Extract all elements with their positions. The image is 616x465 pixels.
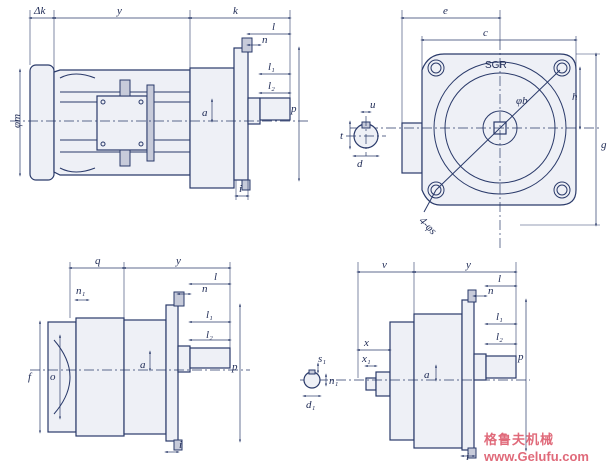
bottom-right-dimensions — [302, 262, 528, 458]
label-e: e — [443, 5, 448, 17]
label-n1: n₁ — [76, 285, 86, 297]
label-y3: y — [465, 259, 471, 271]
label-i: i — [239, 183, 242, 195]
watermark-cn: 格鲁夫机械 — [484, 432, 554, 448]
bottom-right-flange-view — [300, 289, 530, 459]
label-l2-c: l₂ — [496, 331, 503, 343]
label-p-b: p — [231, 361, 238, 373]
label-o: o — [50, 371, 56, 383]
label-g: g — [601, 139, 607, 151]
label-n: n — [262, 34, 268, 46]
label-s1: s₁ — [318, 353, 326, 365]
label-a-b: a — [140, 359, 146, 371]
label-i-b: i — [179, 439, 182, 451]
watermark: 格鲁夫机械 www.Gelufu.com — [483, 432, 589, 464]
label-l1-b: l₁ — [206, 309, 213, 321]
label-h: h — [572, 91, 578, 103]
label-phi-b: φb — [516, 95, 528, 107]
label-p-c: p — [517, 351, 524, 363]
front-view-flange — [350, 40, 600, 250]
label-a-c: a — [424, 369, 430, 381]
label-d1: d₁ — [306, 399, 316, 411]
label-a: a — [202, 107, 208, 119]
label-sgr: SGR — [485, 60, 507, 71]
label-l1: l₁ — [268, 61, 275, 73]
side-view-labels: Δk y k l n l₁ l₂ φm a p i — [11, 5, 297, 195]
label-x: x — [363, 337, 369, 349]
label-y: y — [116, 5, 122, 17]
label-d: d — [357, 158, 363, 170]
label-delta-k: Δk — [33, 5, 46, 17]
label-n-b: n — [202, 283, 208, 295]
label-u: u — [370, 99, 376, 111]
label-v: v — [382, 259, 387, 271]
label-l-b: l — [214, 271, 217, 283]
bottom-left-flange-view — [30, 291, 250, 451]
label-x1: x₁ — [361, 353, 371, 365]
label-i-c: i — [466, 451, 469, 463]
label-n1-c: n₁ — [329, 375, 339, 387]
label-l2: l₂ — [268, 80, 275, 92]
label-l-c: l — [498, 273, 501, 285]
label-phi-m: φm — [11, 114, 23, 128]
bottom-left-labels: q y l n n₁ l₁ l₂ f o a p i — [28, 255, 238, 451]
bottom-right-labels: v y l n l₁ l₂ x x₁ a p i s₁ n₁ d₁ — [306, 259, 524, 463]
label-l2-b: l₂ — [206, 329, 213, 341]
label-f: f — [28, 371, 33, 383]
label-p: p — [290, 103, 297, 115]
label-y2: y — [175, 255, 181, 267]
watermark-url: www.Gelufu.com — [483, 449, 589, 464]
shaft-section-detail — [346, 110, 386, 158]
label-t: t — [340, 130, 344, 142]
label-k: k — [233, 5, 239, 17]
label-c: c — [483, 27, 488, 39]
label-n-c: n — [488, 285, 494, 297]
label-l: l — [272, 21, 275, 33]
label-l1-c: l₁ — [496, 311, 503, 323]
label-4-phi-s: 4-φs — [417, 215, 439, 237]
label-q: q — [95, 255, 101, 267]
bottom-left-dimensions — [38, 262, 242, 454]
side-view-motor — [10, 37, 310, 191]
side-view-dimensions — [18, 10, 301, 200]
front-view-dimensions — [400, 10, 600, 227]
